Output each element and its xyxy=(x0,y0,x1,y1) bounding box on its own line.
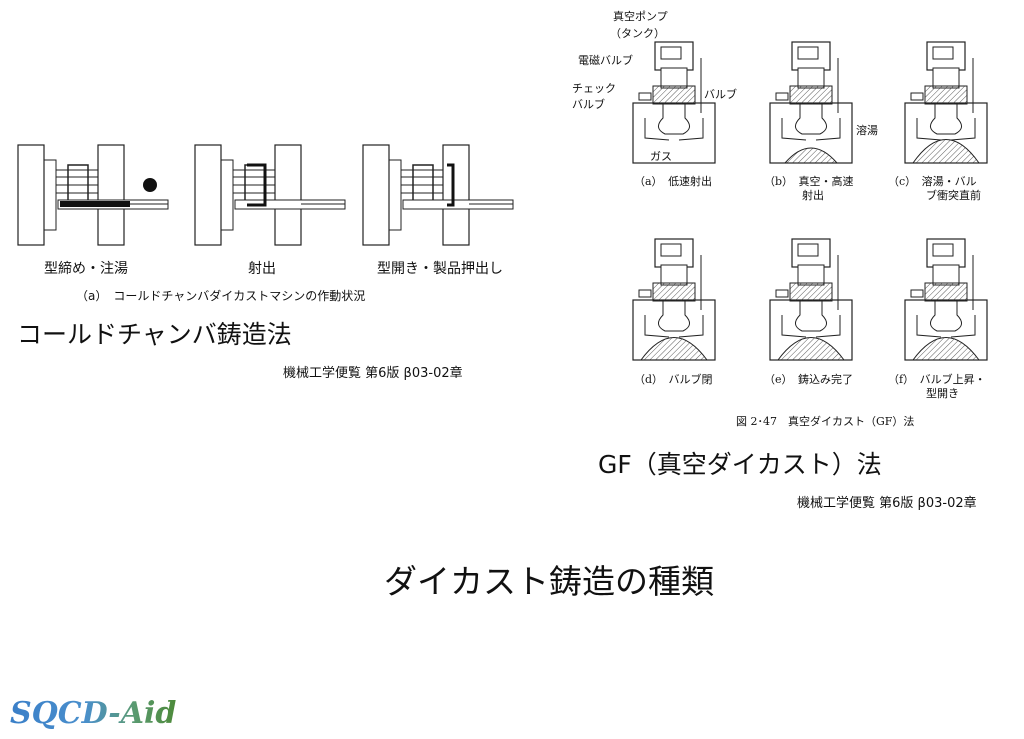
cold-chamber-diagram-inject xyxy=(194,144,346,246)
gf-diagram-a xyxy=(632,41,716,164)
gf-diagram-c xyxy=(904,41,988,164)
source-citation: 機械工学便覧 第6版 β03-02章 xyxy=(797,496,977,511)
section-title: コールドチャンバ鋳造法 xyxy=(17,320,292,349)
figure-caption: 図 2･47 真空ダイカスト（GF）法 xyxy=(736,415,915,428)
gf-diagram-d xyxy=(632,238,716,361)
gf-diagram-f xyxy=(904,238,988,361)
source-citation: 機械工学便覧 第6版 β03-02章 xyxy=(283,366,463,381)
step-label: 型開き・製品押出し xyxy=(377,261,503,277)
logo: SQCD-Aid xyxy=(10,696,177,731)
label-gas: ガス xyxy=(650,150,672,163)
panel-caption-d: （d） バルブ閉 xyxy=(634,373,713,386)
figure-caption: （a） コールドチャンバダイカストマシンの作動状況 xyxy=(76,289,366,303)
cold-chamber-diagram-clamp-pour xyxy=(17,144,169,246)
panel-caption-e: （e） 鋳込み完了 xyxy=(764,373,854,386)
panel-caption-b: （b） 真空・高速射出 xyxy=(764,175,854,202)
panel-caption-a: （a） 低速射出 xyxy=(634,175,713,188)
slide-title: ダイカスト鋳造の種類 xyxy=(384,562,714,601)
panel-caption-c: （c） 溶湯・バルブ衝突直前 xyxy=(888,175,981,202)
step-label: 型締め・注湯 xyxy=(44,261,128,277)
panel-caption-f: （f） バルブ上昇・型開き xyxy=(888,373,986,400)
gf-diagram-b xyxy=(769,41,853,164)
label-tank: （タンク） xyxy=(610,27,665,40)
gf-diagram-e xyxy=(769,238,853,361)
section-title: GF（真空ダイカスト）法 xyxy=(598,450,882,479)
label-check: チェック xyxy=(572,82,616,95)
label-vacuum-pump: 真空ポンプ xyxy=(613,10,668,23)
label-check-valve: バルブ xyxy=(572,98,605,111)
label-solenoid-valve: 電磁バルブ xyxy=(578,54,633,67)
cold-chamber-diagram-open-eject xyxy=(362,144,514,246)
label-melt: 溶湯 xyxy=(856,124,878,137)
step-label: 射出 xyxy=(248,261,276,277)
label-valve: バルブ xyxy=(704,88,737,101)
